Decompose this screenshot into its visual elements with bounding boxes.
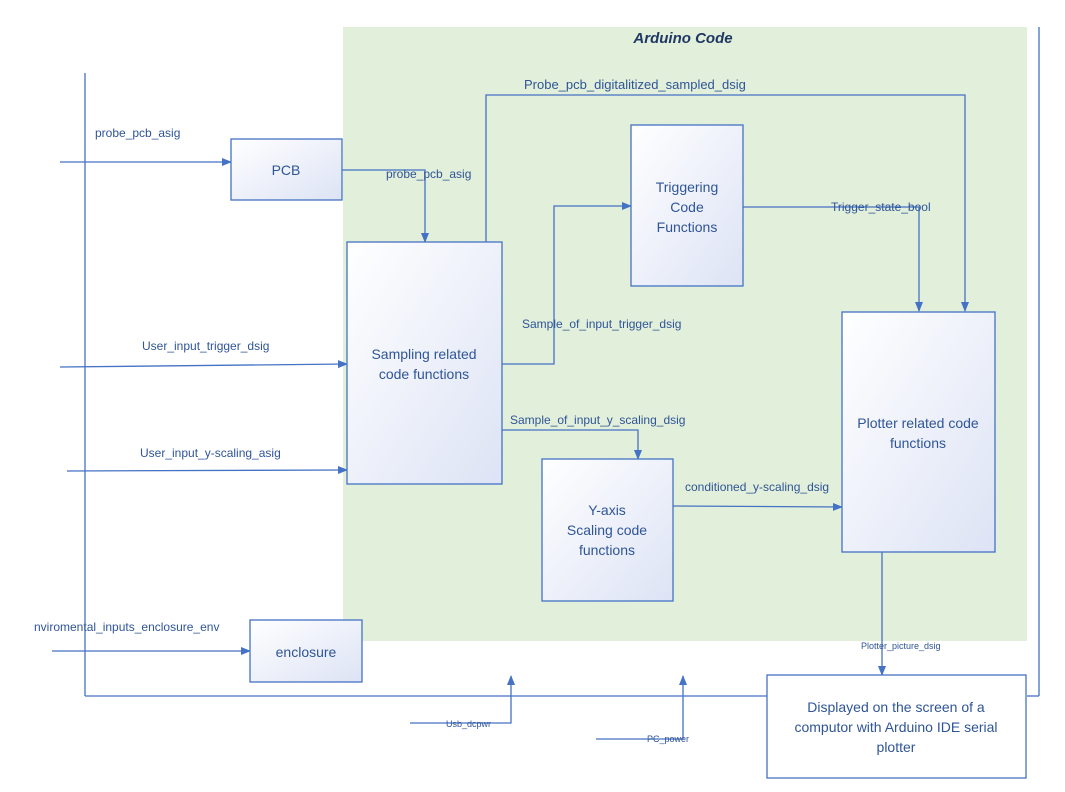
label-pc-power: PC_power bbox=[647, 734, 689, 744]
arrow-user-trigger bbox=[59, 360, 348, 369]
yaxis-label-2: Scaling code bbox=[567, 522, 647, 538]
label-conditioned: conditioned_y-scaling_dsig bbox=[685, 480, 829, 494]
arrow-user-yscaling bbox=[66, 466, 348, 475]
pcb-block: PCB bbox=[230, 138, 343, 201]
yaxis-block: Y-axis Scaling code functions bbox=[541, 458, 674, 602]
arduino-code-title: Arduino Code bbox=[632, 30, 732, 47]
arrow-conditioned bbox=[672, 502, 843, 511]
arrow-digitalized bbox=[485, 94, 969, 312]
label-sample-yscaling: Sample_of_input_y_scaling_dsig bbox=[510, 413, 685, 427]
plotter-label-1: Plotter related code bbox=[857, 415, 979, 431]
label-env: nviromental_inputs_enclosure_env bbox=[34, 620, 219, 634]
label-user-trigger: User_input_trigger_dsig bbox=[142, 339, 269, 353]
label-usb: Usb_dcpwr bbox=[446, 719, 491, 729]
display-block: Displayed on the screen of a computor wi… bbox=[766, 674, 1027, 779]
enclosure-block: enclosure bbox=[249, 619, 363, 683]
label-user-yscaling: User_input_y-scaling_asig bbox=[140, 446, 281, 460]
plotter-block: Plotter related code functions bbox=[841, 311, 996, 553]
triggering-block: Triggering Code Functions bbox=[630, 124, 744, 287]
arrow-pcb-to-sampling bbox=[342, 169, 429, 243]
system-boundary bbox=[84, 27, 1040, 697]
sampling-label-1: Sampling related bbox=[371, 346, 476, 362]
display-label-3: plotter bbox=[877, 739, 916, 755]
plotter-label-2: functions bbox=[890, 435, 946, 451]
label-probe-input: probe_pcb_asig bbox=[95, 126, 180, 140]
label-digitalized: Probe_pcb_digitalitized_sampled_dsig bbox=[524, 77, 746, 92]
arrow-usb-power bbox=[410, 675, 515, 724]
arrow-trigger-state bbox=[743, 206, 923, 312]
arrow-sample-yscaling bbox=[502, 429, 642, 460]
label-trigger-state: Trigger_state_bool bbox=[831, 200, 931, 214]
label-plotter-picture: Plotter_picture_dsig bbox=[861, 641, 941, 651]
label-sample-trigger: Sample_of_input_trigger_dsig bbox=[522, 317, 681, 331]
sampling-label-2: code functions bbox=[379, 366, 469, 382]
yaxis-label-1: Y-axis bbox=[588, 502, 626, 518]
pcb-label: PCB bbox=[272, 162, 301, 178]
yaxis-label-3: functions bbox=[579, 542, 635, 558]
display-label-1: Displayed on the screen of a bbox=[807, 699, 985, 715]
arrow-sample-trigger bbox=[502, 202, 632, 365]
arrow-pc-power bbox=[596, 675, 687, 740]
triggering-label-1: Triggering bbox=[656, 179, 719, 195]
sampling-block: Sampling related code functions bbox=[346, 241, 503, 485]
enclosure-label: enclosure bbox=[276, 644, 337, 660]
connections bbox=[52, 94, 969, 740]
triggering-label-2: Code bbox=[670, 199, 704, 215]
display-label-2: computor with Arduino IDE serial bbox=[794, 719, 997, 735]
signal-labels: probe_pcb_asig probe_pcb_asig Probe_pcb_… bbox=[34, 77, 941, 744]
label-probe-pcb: probe_pcb_asig bbox=[386, 167, 471, 181]
triggering-label-3: Functions bbox=[657, 219, 718, 235]
